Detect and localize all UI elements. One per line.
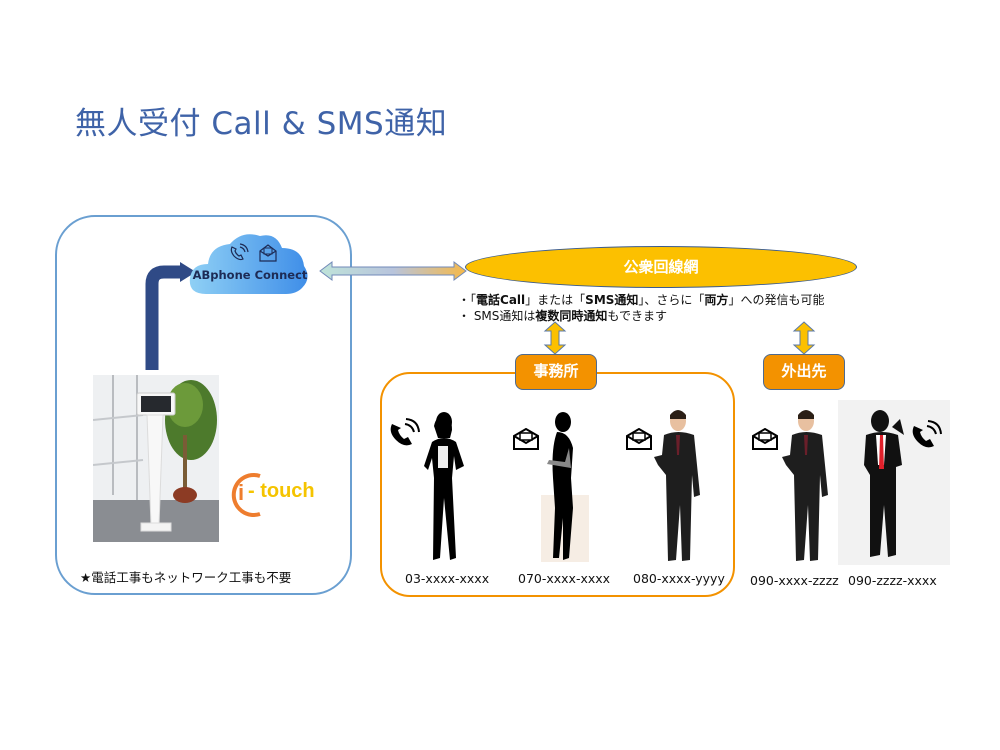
phone-ringing-icon	[390, 418, 420, 446]
phone-ringing-icon	[912, 420, 942, 448]
bullet-text: 」、さらに「	[638, 293, 705, 307]
envelope-open-icon	[513, 428, 539, 450]
installation-note: ★電話工事もネットワーク工事も不要	[80, 570, 292, 585]
phone-ringing-icon	[230, 243, 249, 261]
away-label: 外出先	[763, 354, 845, 390]
connection-double-arrow	[319, 261, 467, 281]
bullet-text: もできます	[607, 309, 667, 323]
office-double-arrow	[543, 321, 567, 355]
feature-bullet: ・「電話Call」または「SMS通知」、さらに「両方」への発信も可能	[458, 291, 824, 308]
bullet-bold: 電話Call	[476, 293, 526, 307]
person-silhouette	[424, 412, 464, 560]
phone-number: 090-xxxx-zzzz	[750, 573, 839, 588]
logo-text: - touch	[248, 480, 315, 502]
phone-number: 03-xxxx-xxxx	[405, 571, 490, 586]
cloud-label: ABphone Connect	[192, 268, 308, 282]
person-businessman	[654, 410, 700, 561]
kiosk-photo	[93, 375, 219, 542]
bullet-text: ・ SMS通知は	[458, 309, 536, 323]
bullet-bold: SMS通知	[585, 293, 639, 307]
phone-number: 090-zzzz-xxxx	[848, 573, 937, 588]
kiosk-panel	[55, 215, 352, 595]
person-silhouette	[547, 412, 573, 560]
phone-number: 070-xxxx-xxxx	[518, 571, 611, 586]
away-double-arrow	[792, 321, 816, 355]
logo-i: i	[238, 480, 245, 505]
envelope-open-icon	[752, 428, 778, 450]
bullet-text: 」または「	[525, 293, 586, 307]
phone-number: 080-xxxx-yyyy	[633, 571, 725, 586]
bullet-text: 」への発信も可能	[728, 293, 825, 307]
i-touch-logo: i - touch	[226, 468, 326, 522]
public-network-ellipse	[465, 246, 857, 288]
feature-bullet: ・ SMS通知は複数同時通知もできます	[458, 307, 667, 324]
envelope-open-icon	[259, 244, 277, 262]
bullet-text: ・「	[458, 293, 477, 307]
office-label: 事務所	[515, 354, 597, 390]
page-title: 無人受付 Call & SMS通知	[75, 106, 448, 142]
cloud-shape	[189, 234, 308, 294]
bullet-bold: 複数同時通知	[535, 309, 608, 323]
envelope-open-icon	[626, 428, 652, 450]
upload-arrow	[145, 262, 196, 370]
person-silhouette-red-tie	[864, 410, 904, 557]
person-businessman	[782, 410, 828, 561]
public-network-label: 公衆回線網	[623, 258, 699, 276]
bullet-bold: 両方	[704, 293, 729, 307]
